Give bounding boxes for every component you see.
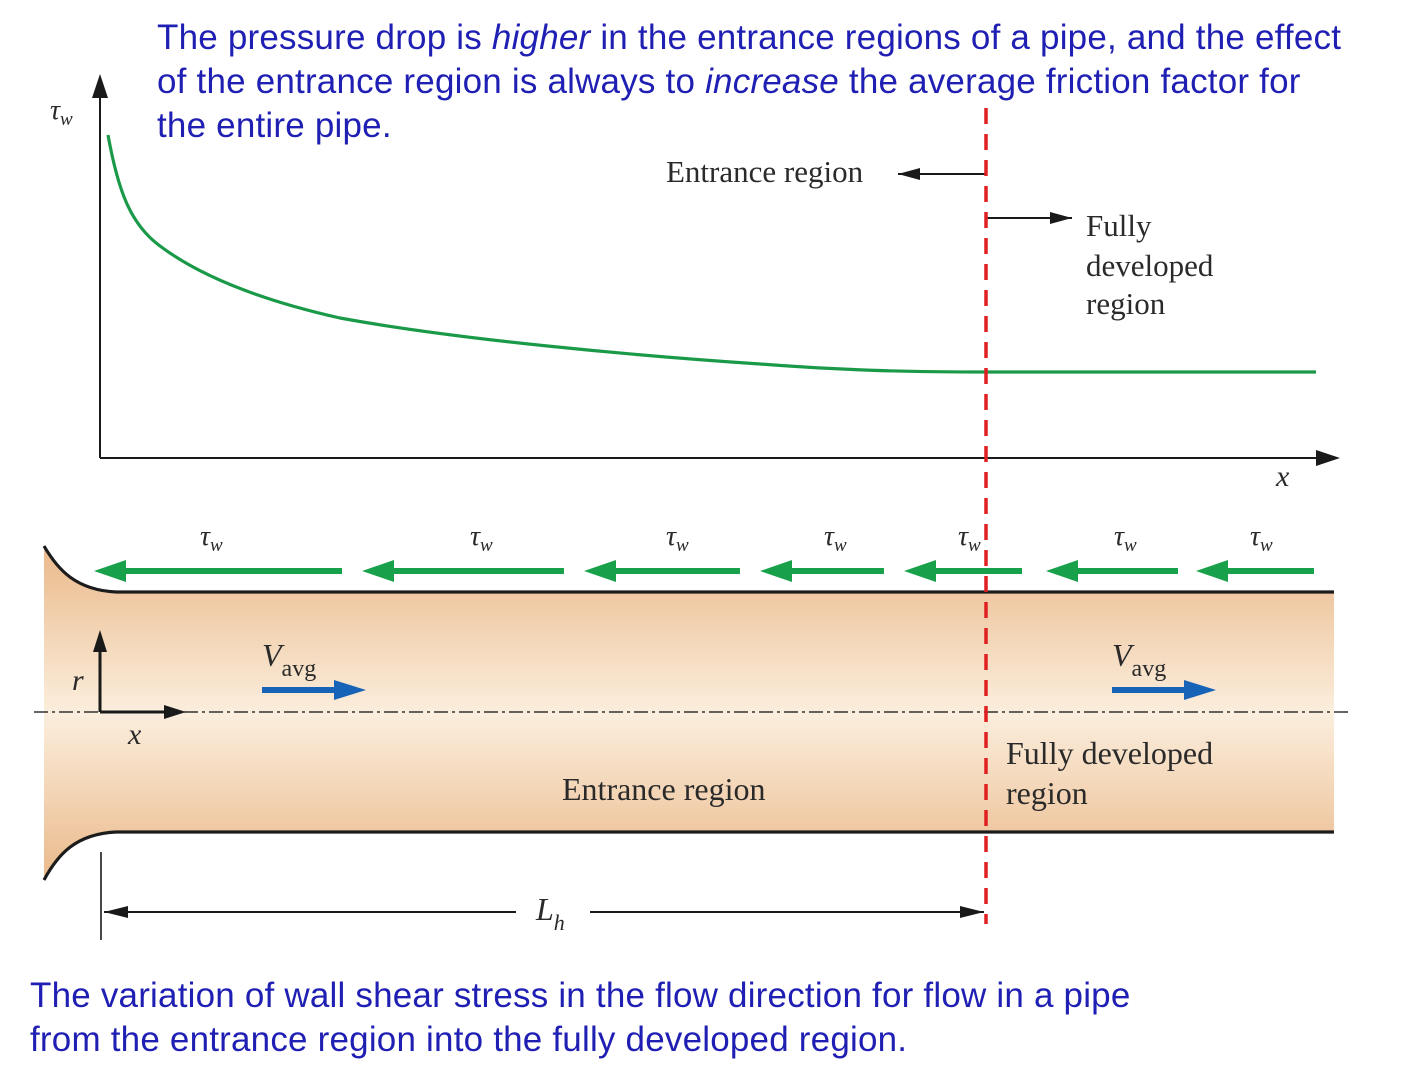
velocity-label-entrance: Vavg [262,637,316,682]
top-caption-part3: the average friction factor for the enti… [157,62,1301,145]
lh-label: Lh [535,891,565,935]
wall-shear-arrow [584,560,740,582]
wall-shear-label: τw [470,521,493,556]
wall-shear-arrow [94,560,342,582]
pipe-x-label: x [127,718,142,751]
pipe-fully-developed-label: Fully developed region [1006,735,1221,811]
bottom-caption: The variation of wall shear stress in th… [30,974,1330,1062]
velocity-arrow-developed-head [1184,680,1216,700]
top-caption-emphasis-increase: increase [705,62,839,101]
graph-fully-developed-label: Fully developed region [1086,208,1221,321]
wall-shear-arrow-head [362,560,394,582]
graph-y-axis-arrowhead [92,74,108,98]
wall-shear-arrow [1196,560,1314,582]
wall-shear-label: τw [824,521,847,556]
wall-shear-labels: τw τw τw τw τw τw τw [200,521,1273,556]
wall-shear-label: τw [200,521,223,556]
wall-shear-arrow-head [904,560,936,582]
wall-shear-arrows [94,560,1314,582]
wall-shear-label: τw [1114,521,1137,556]
shear-stress-graph: τw x Entrance region Fully developed reg… [50,74,1340,493]
wall-shear-arrow-head [1196,560,1228,582]
pipe-body [44,546,1334,880]
top-caption-emphasis-higher: higher [491,18,591,57]
wall-shear-arrow [1046,560,1178,582]
velocity-arrow-entrance [262,680,366,700]
wall-shear-label: τw [1250,521,1273,556]
wall-shear-arrow-head [1046,560,1078,582]
wall-shear-arrow-head [94,560,126,582]
wall-shear-arrow-head [760,560,792,582]
wall-shear-label: τw [666,521,689,556]
graph-entrance-region-label: Entrance region [666,154,864,189]
bottom-caption-line2: from the entrance region into the fully … [30,1020,908,1059]
wall-shear-arrow [904,560,1022,582]
pipe-r-label: r [72,664,84,697]
wall-shear-arrow-head [584,560,616,582]
wall-shear-arrow [760,560,884,582]
graph-y-axis-label: τw [50,95,73,130]
pipe-x-axis-arrowhead [164,705,186,719]
wall-shear-label: τw [958,521,981,556]
velocity-arrow-entrance-head [334,680,366,700]
top-caption-part2: in the entrance regions of a pipe, and t… [157,18,1342,101]
wall-shear-arrow [362,560,564,582]
pipe-r-axis-arrowhead [93,630,107,652]
pipe-upper-wall [42,545,1334,594]
top-caption-part1: The pressure drop is [157,18,492,57]
pipe-lower-wall [42,830,1334,881]
wall-shear-stress-curve [106,134,1316,374]
bottom-caption-line1: The variation of wall shear stress in th… [30,976,1131,1015]
pipe-section: r x τw τw τw τw τw τw τw Vavg Vavg Entrance re… [34,521,1348,940]
graph-x-axis-arrowhead [1316,450,1340,466]
top-caption: The pressure drop is higher in the entra… [157,16,1357,148]
graph-x-axis-label: x [1275,460,1290,493]
pipe-entrance-region-label: Entrance region [562,771,765,807]
velocity-arrow-developed [1112,680,1216,700]
velocity-label-developed: Vavg [1112,637,1166,682]
